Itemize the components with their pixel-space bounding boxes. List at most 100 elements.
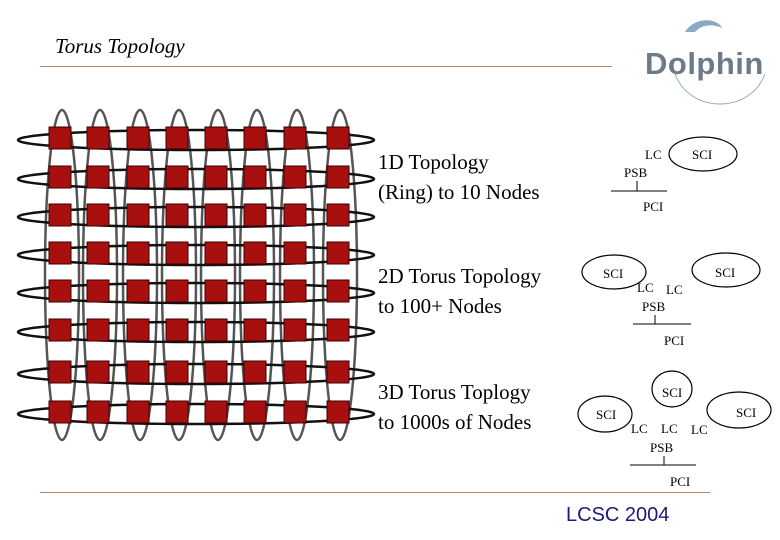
torus-node [204,318,228,342]
torus-node [48,126,72,150]
sci-ellipse-3d-top [651,370,693,408]
torus-node [204,126,228,150]
section-1d: 1D Topology (Ring) to 10 Nodes [378,147,540,207]
sci-ellipse-3d-right [706,391,772,429]
torus-node [165,318,189,342]
torus-node [243,203,267,227]
torus-node [86,126,110,150]
torus-node [283,400,307,424]
horizontal-ring [16,167,376,191]
torus-node [204,203,228,227]
sci-1d: SCI [692,147,712,162]
lc2-2d: LC [666,282,683,297]
torus-node [204,279,228,303]
vertical-ring [81,108,119,442]
node-2d: SCI SCI LC LC PSB PCI [581,252,761,348]
horizontal-ring [16,362,376,386]
vertical-ring [121,108,159,442]
horizontal-ring [16,205,376,229]
torus-node [48,203,72,227]
horizontal-ring [16,128,376,152]
torus-node [86,165,110,189]
torus-node [326,165,350,189]
torus-node [283,318,307,342]
section-3d-line2: to 1000s of Nodes [378,410,532,434]
horizontal-ring [16,281,376,305]
lc1-3d: LC [631,421,648,436]
page-title: Torus Topology [55,34,185,58]
torus-node [48,279,72,303]
torus-node [48,241,72,265]
vertical-ring [278,108,316,442]
torus-node [165,203,189,227]
torus-grid [16,108,376,442]
section-3d: 3D Torus Toplogy to 1000s of Nodes [378,377,531,437]
torus-node [165,400,189,424]
vertical-ring [43,108,81,442]
torus-node [48,360,72,384]
torus-node [126,400,150,424]
title-divider [40,66,612,67]
torus-node [126,279,150,303]
torus-node [204,360,228,384]
node-diagrams: SCI LC PSB PCI SCI SCI LC LC PSB PCI SCI… [577,136,772,489]
torus-node [326,318,350,342]
pci-3d: PCI [670,474,690,489]
torus-node [204,241,228,265]
dolphin-icon [674,20,766,105]
vertical-ring [199,108,237,442]
pci-1d: PCI [643,199,663,214]
pci-2d: PCI [664,333,684,348]
section-1d-line1: 1D Topology [378,150,489,174]
torus-node [165,126,189,150]
horizontal-ring [16,243,376,267]
section-3d-line1: 3D Torus Toplogy [378,380,531,404]
lc1-2d: LC [637,280,654,295]
torus-node [165,279,189,303]
sci-3d-right: SCI [736,405,756,420]
torus-node [165,165,189,189]
torus-node [326,279,350,303]
psb-1d: PSB [624,165,647,180]
sci-ellipse-2d-left [581,254,647,290]
torus-node [165,241,189,265]
torus-node [48,318,72,342]
psb-3d: PSB [650,440,673,455]
node-3d: SCI SCI SCI LC LC LC PSB PCI [577,370,772,489]
torus-node [86,360,110,384]
torus-node [326,126,350,150]
torus-node [48,165,72,189]
section-2d: 2D Torus Topology to 100+ Nodes [378,261,541,321]
node-1d: SCI LC PSB PCI [611,136,738,214]
dolphin-logo: Dolphin [640,14,780,114]
torus-node [243,318,267,342]
sci-2d-left: SCI [603,266,623,281]
torus-node [283,279,307,303]
torus-node [283,165,307,189]
torus-node [86,400,110,424]
torus-node [326,400,350,424]
psb-2d: PSB [642,299,665,314]
sci-3d-left: SCI [596,407,616,422]
section-2d-line2: to 100+ Nodes [378,294,502,318]
logo-brand: Dolphin [645,46,764,81]
torus-node [243,400,267,424]
torus-node [326,241,350,265]
torus-node [86,279,110,303]
torus-node [126,165,150,189]
lc-1d: LC [645,147,662,162]
torus-node [86,203,110,227]
lc2-3d: LC [661,421,678,436]
footer-divider [40,492,710,493]
torus-node [204,400,228,424]
torus-node [126,126,150,150]
torus-node [126,360,150,384]
torus-node [243,126,267,150]
vertical-ring [160,108,198,442]
torus-node [283,241,307,265]
torus-node [86,318,110,342]
sci-2d-right: SCI [715,265,735,280]
sci-ellipse-1d [668,136,738,172]
sci-ellipse-3d-left [577,395,633,433]
torus-node [243,165,267,189]
